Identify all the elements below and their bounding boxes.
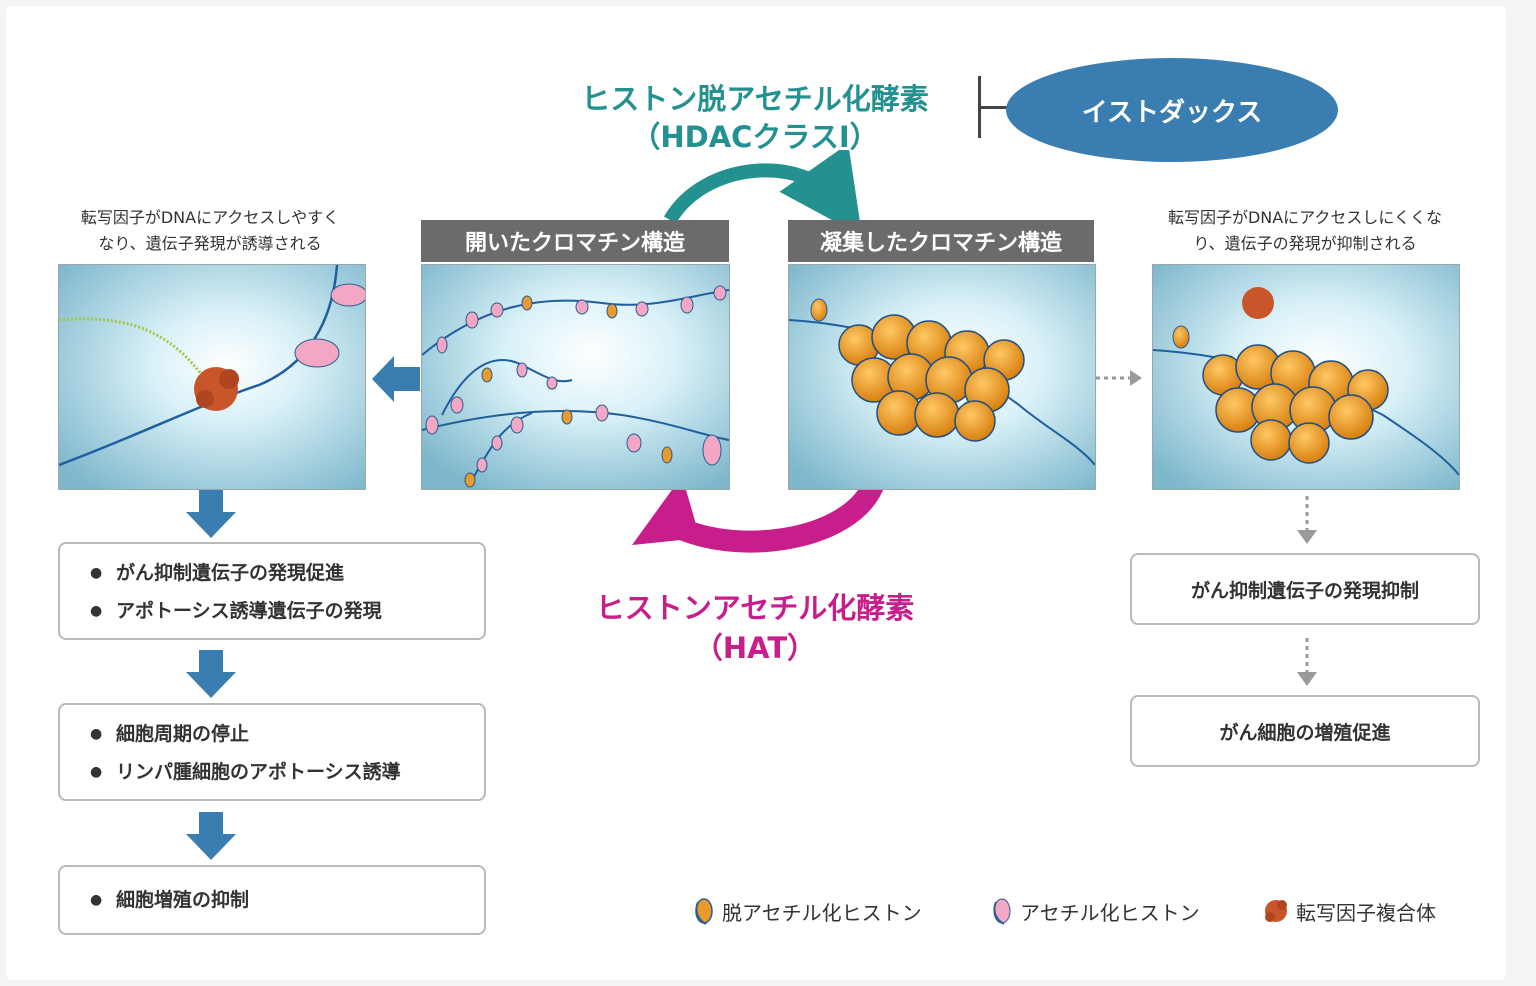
hdac-name: ヒストン脱アセチル化酵素 [581,82,929,116]
open-chromatin-label: 開いたクロマチン構造 [421,220,729,262]
repression-panel [1152,264,1460,490]
legend-tf-complex: 転写因子複合体 [1262,896,1436,926]
open-chromatin-label-text: 開いたクロマチン構造 [464,231,685,256]
repression-box-2-text: がん細胞の増殖促進 [1219,721,1391,744]
legend-deacetylated: 脱アセチル化ヒストン [692,896,922,926]
transcription-panel [58,264,366,490]
dotted-arrow-down-1 [1297,496,1317,544]
repression-box-1: がん抑制遺伝子の発現抑制 [1130,553,1480,625]
hdac-class: （HDACクラスⅠ） [631,120,879,154]
result-box-2: 細胞周期の停止 リンパ腫細胞のアポトーシス誘導 [58,703,486,801]
dotted-arrow-right [1096,370,1142,386]
right-caption-line2: り、遺伝子の発現が抑制される [1193,234,1417,253]
result-box-2-item-1: 細胞周期の停止 [60,715,484,753]
drug-name: イストダックス [1081,97,1263,128]
legend-tf-complex-text: 転写因子複合体 [1296,900,1436,925]
result-box-1: がん抑制遺伝子の発現促進 アポトーシス誘導遺伝子の発現 [58,542,486,640]
condensed-chromatin-label: 凝集したクロマチン構造 [788,220,1094,262]
cycle-arrows [632,150,886,553]
left-arrow [372,356,420,402]
inhibition-line [978,106,1008,109]
tf-complex-icon [1265,900,1287,922]
right-caption: 転写因子がDNAにアクセスしにくくな り、遺伝子の発現が抑制される [1140,205,1470,257]
down-arrow-1 [186,490,236,538]
right-caption-line1: 転写因子がDNAにアクセスしにくくな [1167,208,1443,227]
left-caption-line1: 転写因子がDNAにアクセスしやすく [80,208,340,227]
left-caption-line2: なり、遺伝子発現が誘導される [98,234,322,253]
legend-acetylated-text: アセチル化ヒストン [1020,900,1200,925]
result-box-3: 細胞増殖の抑制 [58,865,486,935]
hat-arrow-head [632,476,700,545]
acetylated-histone-icon [993,898,1011,925]
result-box-1-item-2: アポトーシス誘導遺伝子の発現 [60,592,484,630]
down-arrow-2 [186,650,236,698]
result-box-2-item-2: リンパ腫細胞のアポトーシス誘導 [60,753,484,791]
legend-deacetylated-text: 脱アセチル化ヒストン [722,900,922,925]
repression-box-2: がん細胞の増殖促進 [1130,695,1480,767]
legend-acetylated: アセチル化ヒストン [990,896,1200,926]
condensed-chromatin-panel [788,264,1096,490]
dotted-arrow-down-2 [1297,638,1317,686]
hdac-label: ヒストン脱アセチル化酵素 （HDACクラスⅠ） [540,80,970,156]
hat-label: ヒストンアセチル化酵素 （HAT） [540,588,970,668]
deacetylated-histone-icon [695,898,713,925]
hat-abbr: （HAT） [693,631,817,665]
open-chromatin-panel [421,264,730,490]
left-caption: 転写因子がDNAにアクセスしやすく なり、遺伝子発現が誘導される [50,205,370,257]
condensed-chromatin-label-text: 凝集したクロマチン構造 [819,231,1062,256]
result-box-3-item-1: 細胞増殖の抑制 [60,881,484,919]
down-arrow-3 [186,812,236,860]
hdac-arrow [663,150,863,237]
result-box-1-item-1: がん抑制遺伝子の発現促進 [60,554,484,592]
hat-name: ヒストンアセチル化酵素 [595,591,915,625]
repression-box-1-text: がん抑制遺伝子の発現抑制 [1190,579,1419,602]
drug-ellipse: イストダックス [1006,58,1338,162]
